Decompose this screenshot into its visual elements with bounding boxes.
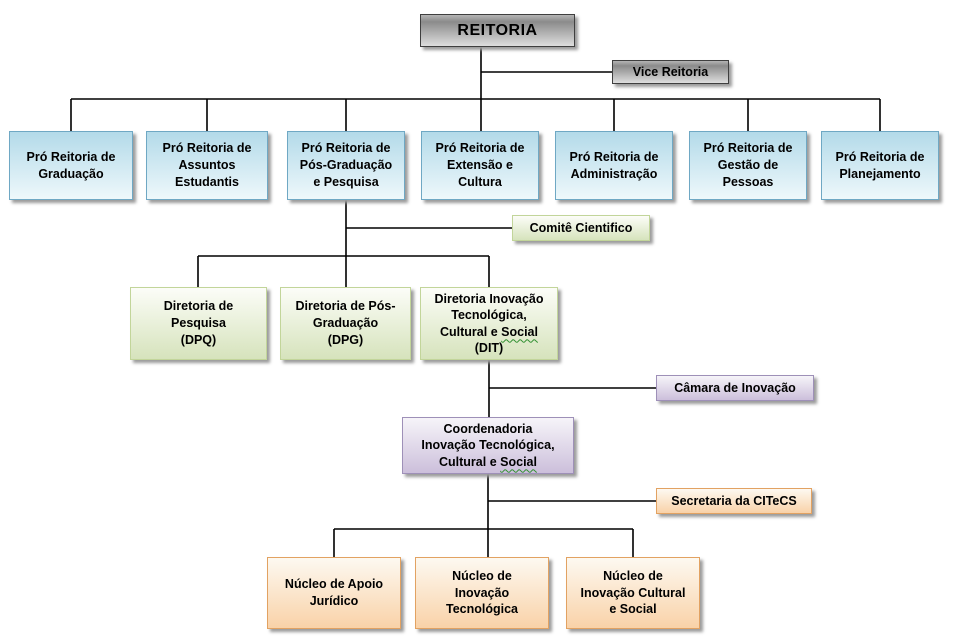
dit-line1: Diretoria Inovação [434, 292, 544, 306]
dit-line3-word: Social [501, 324, 538, 339]
node-label: Pró Reitoria de Pós-Graduação e Pesquisa [299, 141, 393, 189]
node-label: Pró Reitoria de Extensão e Cultura [435, 141, 525, 189]
coord-line2: Inovação Tecnológica, [421, 438, 555, 453]
dit-line2: Tecnológica, [451, 308, 527, 323]
node-nucleo-apoio-juridico: Núcleo de Apoio Jurídico [267, 557, 401, 629]
node-label: Pró Reitoria de Graduação [26, 149, 116, 181]
node-nucleo-inovacao-tecnologica: Núcleo de Inovação Tecnológica [415, 557, 549, 629]
dit-line4: (DIT) [474, 340, 504, 355]
node-label: Núcleo de Apoio Jurídico [284, 577, 384, 608]
node-camara-inovacao: Câmara de Inovação [656, 375, 814, 401]
node-label: Diretoria Inovação Tecnológica, Cultural… [434, 291, 543, 356]
node-pro-reitoria-gestao-pessoas: Pró Reitoria de Gestão de Pessoas [689, 131, 807, 200]
node-label: Pró Reitoria de Gestão de Pessoas [703, 141, 793, 189]
node-label: Núcleo de Inovação Tecnológica [445, 568, 518, 617]
node-label: Pró Reitoria de Administração [569, 149, 659, 181]
node-label: Diretoria de Pesquisa (DPQ) [163, 299, 234, 347]
node-reitoria-label: REITORIA [457, 21, 538, 39]
node-comite-cientifico: Comitê Cientifico [512, 215, 650, 241]
node-coordenadoria-citecs: Coordenadoria Inovação Tecnológica, Cult… [402, 417, 574, 474]
coord-line3: Cultural e Social [421, 454, 554, 470]
node-label: Núcleo de Inovação Cultural e Social [580, 568, 686, 617]
node-secretaria-citecs: Secretaria da CITeCS [656, 488, 812, 514]
coord-line1: Coordenadoria [443, 422, 533, 437]
node-label: Pró Reitoria de Assuntos Estudantis [162, 141, 252, 189]
node-label: Secretaria da CITeCS [671, 493, 797, 508]
node-label: Pró Reitoria de Planejamento [835, 149, 925, 181]
node-diretoria-inovacao-dit: Diretoria Inovação Tecnológica, Cultural… [420, 287, 558, 360]
node-pro-reitoria-administracao: Pró Reitoria de Administração [555, 131, 673, 200]
node-pro-reitoria-pos-graduacao-pesquisa: Pró Reitoria de Pós-Graduação e Pesquisa [287, 131, 405, 200]
node-label: Coordenadoria Inovação Tecnológica, Cult… [421, 421, 554, 470]
node-reitoria: REITORIA [420, 14, 575, 47]
node-pro-reitoria-graduacao: Pró Reitoria de Graduação [9, 131, 133, 200]
node-label: Comitê Cientifico [529, 220, 633, 235]
node-diretoria-pos-graduacao-dpg: Diretoria de Pós- Graduação (DPG) [280, 287, 411, 360]
node-pro-reitoria-planejamento: Pró Reitoria de Planejamento [821, 131, 939, 200]
node-nucleo-inovacao-cultural-social: Núcleo de Inovação Cultural e Social [566, 557, 700, 629]
coord-line3-word: Social [500, 454, 537, 469]
node-vice-reitoria-label: Vice Reitoria [632, 64, 709, 79]
node-pro-reitoria-assuntos-estudantis: Pró Reitoria de Assuntos Estudantis [146, 131, 268, 200]
node-label: Câmara de Inovação [674, 380, 796, 395]
node-vice-reitoria: Vice Reitoria [612, 60, 729, 84]
dit-line3-prefix: Cultural e [440, 324, 498, 339]
node-label: Diretoria de Pós- Graduação (DPG) [295, 299, 396, 347]
node-pro-reitoria-extensao-cultura: Pró Reitoria de Extensão e Cultura [421, 131, 539, 200]
node-diretoria-pesquisa-dpq: Diretoria de Pesquisa (DPQ) [130, 287, 267, 360]
coord-line3-prefix: Cultural e [439, 454, 497, 469]
dit-line3: Cultural e Social [434, 324, 543, 340]
